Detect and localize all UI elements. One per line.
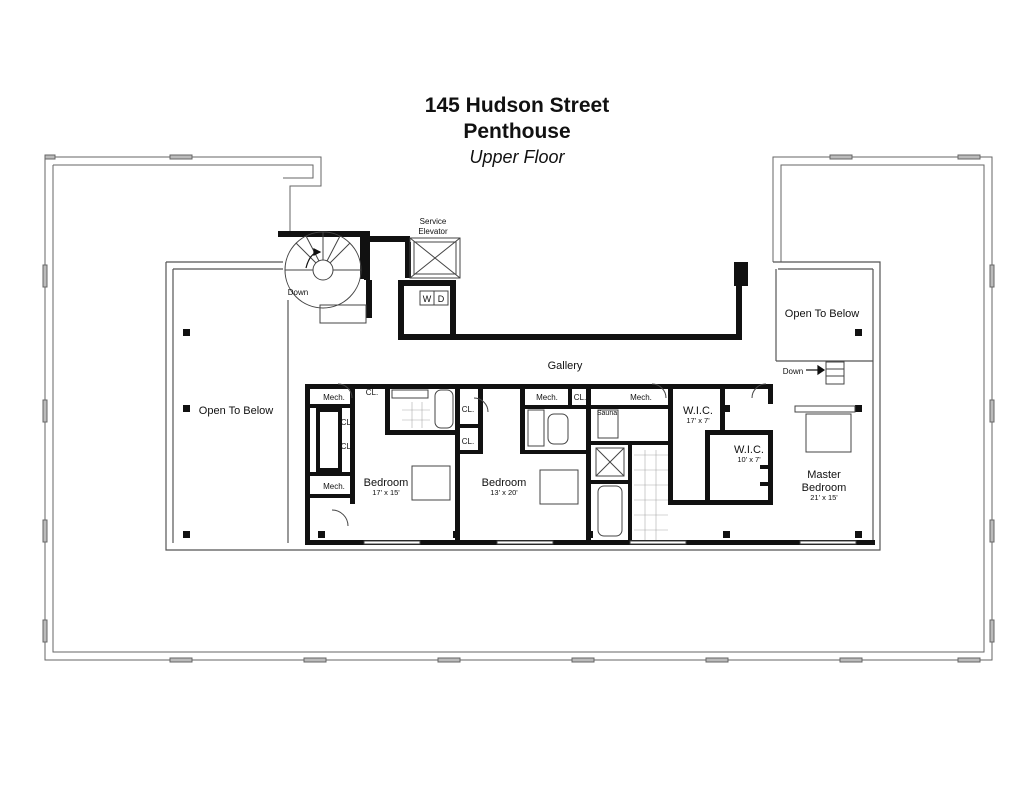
- service-elevator-label-2: Elevator: [418, 227, 448, 236]
- closet-label-4: CL.: [462, 405, 474, 414]
- closet-label-3: CL.: [341, 442, 353, 451]
- title-unit: Penthouse: [463, 120, 571, 143]
- mech-label-3: Mech.: [536, 393, 558, 402]
- fixtures: [284, 231, 857, 545]
- closet-label-1: CL.: [366, 388, 378, 397]
- gallery-label: Gallery: [548, 360, 583, 372]
- title-floor: Upper Floor: [469, 147, 565, 167]
- service-elevator-label-1: Service: [420, 217, 447, 226]
- terrace-outline: [42, 154, 995, 663]
- down-stair-label: Down: [288, 288, 308, 297]
- master-name-1: Master: [807, 469, 841, 481]
- mech-label-2: Mech.: [323, 482, 345, 491]
- master-name-2: Bedroom: [802, 482, 847, 494]
- closet-label-5: CL.: [462, 437, 474, 446]
- mezzanine-outline: [165, 261, 881, 551]
- arrows: [305, 248, 826, 376]
- room-labels: Service Elevator W D Down Open To Below …: [199, 217, 859, 502]
- down-right-label: Down: [783, 367, 803, 376]
- wic2-name: W.I.C.: [734, 444, 764, 456]
- bedroom2-dim: 13' x 20': [490, 488, 518, 497]
- mech-label-4: Mech.: [630, 393, 652, 402]
- bedroom1-dim: 17' x 15': [372, 488, 400, 497]
- open-below-right: Open To Below: [785, 308, 859, 320]
- wic2-dim: 10' x 7': [737, 455, 761, 464]
- washer-label: W: [423, 294, 432, 304]
- sauna-label: Sauna: [597, 410, 617, 417]
- closet-label-6: CL.: [574, 393, 586, 402]
- wic1-name: W.I.C.: [683, 405, 713, 417]
- walls: [183, 231, 875, 545]
- bedroom2-name: Bedroom: [482, 477, 527, 489]
- title-block: 145 Hudson Street Penthouse Upper Floor: [0, 93, 1034, 169]
- mech-label-1: Mech.: [323, 393, 345, 402]
- wic1-dim: 17' x 7': [686, 416, 710, 425]
- title-address: 145 Hudson Street: [424, 94, 610, 117]
- bedroom1-name: Bedroom: [364, 477, 409, 489]
- closet-label-2: CL.: [341, 418, 353, 427]
- master-dim: 21' x 15': [810, 493, 838, 502]
- dryer-label: D: [438, 294, 445, 304]
- open-below-left: Open To Below: [199, 405, 273, 417]
